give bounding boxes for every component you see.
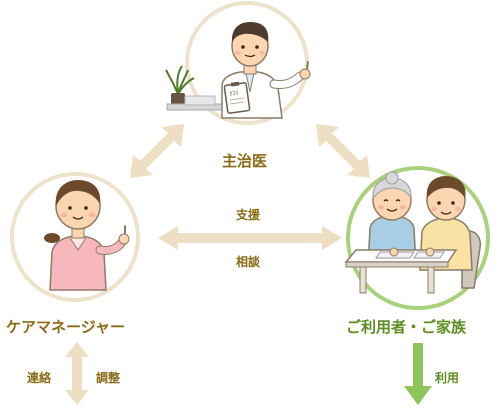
arrow-userfamily-down [404, 343, 432, 405]
arrow-doctor-caremanager [130, 124, 184, 178]
user-family-label: ご利用者・ご家族 [346, 318, 467, 336]
arrow-caremanager-userfamily [158, 226, 342, 250]
plant-icon [165, 65, 195, 105]
user-family-illustration [344, 171, 482, 294]
arrow-caremanager-down [65, 342, 89, 405]
doctor-illustration: ｸｽﾘ [165, 22, 311, 119]
clipboard-text: ｸｽﾘ [229, 90, 239, 98]
usage-label: 利用 [435, 371, 460, 385]
care-manager-label: ケアマネージャー [6, 318, 125, 336]
arrow-doctor-userfamily [316, 124, 370, 178]
consultation-label: 相談 [236, 255, 261, 269]
contact-label: 連絡 [27, 371, 52, 385]
care-manager-illustration [44, 180, 130, 291]
support-label: 支援 [236, 208, 261, 222]
coordination-label: 調整 [96, 371, 121, 385]
doctor-label: 主治医 [222, 152, 268, 170]
clipboard-icon: ｸｽﾘ [223, 81, 251, 114]
